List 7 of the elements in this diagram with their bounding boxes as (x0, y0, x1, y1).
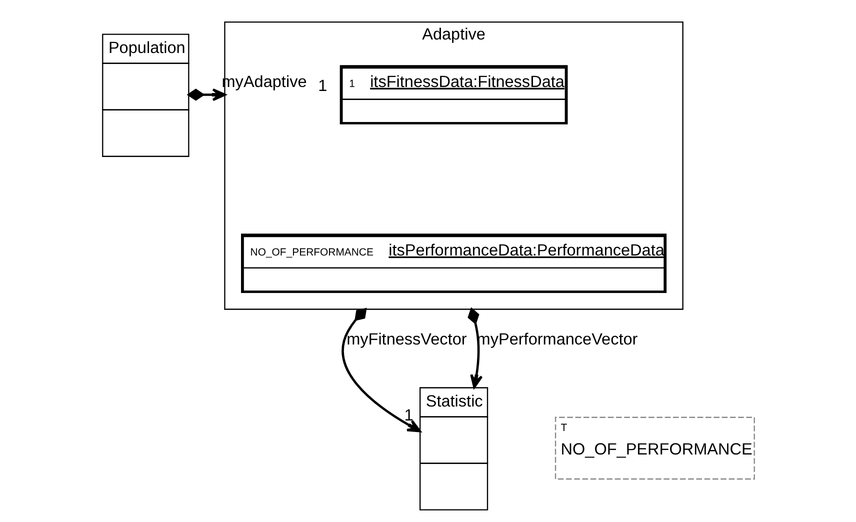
arrow (341, 308, 420, 432)
label: 1 (404, 406, 413, 424)
arrow (186, 88, 226, 102)
label: 1 (318, 77, 327, 96)
edge-label: myFitnessVector (346, 330, 466, 348)
node-box: T NO_OF_PERFORMANCE (554, 416, 754, 480)
arrow (467, 307, 482, 388)
